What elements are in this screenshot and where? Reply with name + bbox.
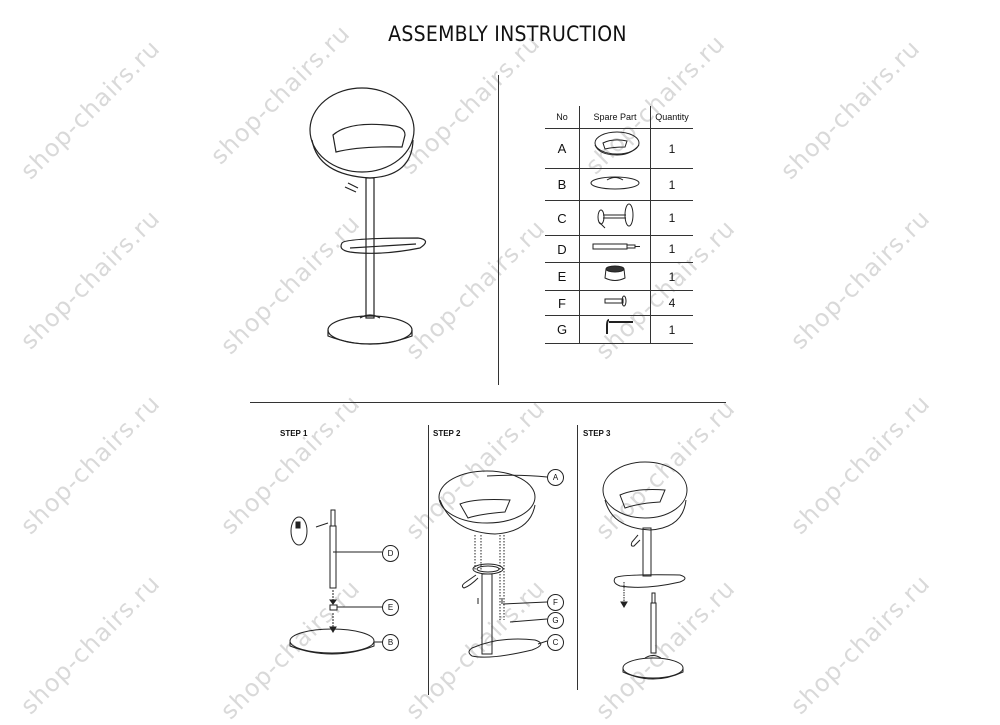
step-3-diagram xyxy=(602,461,688,680)
table-row: A 1 xyxy=(545,128,693,169)
callout-a: A xyxy=(547,469,564,486)
step-3-label: STEP 3 xyxy=(583,429,611,438)
step-1-label: STEP 1 xyxy=(280,429,308,438)
assembly-step-illustrations xyxy=(289,461,688,680)
part-quantity: 1 xyxy=(650,315,693,344)
part-no: B xyxy=(545,168,580,201)
screw-icon xyxy=(604,295,627,306)
part-quantity: 4 xyxy=(650,290,693,316)
part-no: D xyxy=(545,235,580,263)
callout-b: B xyxy=(382,634,399,651)
column-header-no: No xyxy=(545,106,580,129)
table-row: D 1 xyxy=(545,235,693,263)
part-no: G xyxy=(545,315,580,344)
table-row: G 1 xyxy=(545,315,693,344)
divider xyxy=(577,425,578,690)
callout-f: F xyxy=(547,594,564,611)
bushing-icon xyxy=(604,265,626,281)
table-header-row: No Spare Part Quantity xyxy=(545,106,693,129)
allen-key-icon xyxy=(606,319,633,334)
table-row: C 1 xyxy=(545,200,693,236)
part-quantity: 1 xyxy=(650,168,693,201)
part-quantity: 1 xyxy=(650,262,693,291)
callout-e: E xyxy=(382,599,399,616)
table-row: B 1 xyxy=(545,168,693,201)
part-no: F xyxy=(545,290,580,316)
part-quantity: 1 xyxy=(650,128,693,169)
column-header-spare-part: Spare Part xyxy=(579,106,651,129)
part-quantity: 1 xyxy=(650,200,693,236)
callout-g: G xyxy=(547,612,564,629)
callout-c: C xyxy=(547,634,564,651)
gas-lift-icon xyxy=(592,243,640,249)
step-2-diagram xyxy=(438,470,548,658)
spare-parts-table: No Spare Part Quantity A 1 B 1 C 1 D 1 E… xyxy=(545,106,693,344)
page-title: ASSEMBLY INSTRUCTION xyxy=(388,22,627,46)
divider xyxy=(498,75,499,385)
base-plate-icon xyxy=(590,176,640,190)
divider xyxy=(428,425,429,695)
column-header-quantity: Quantity xyxy=(650,106,693,129)
table-row: E 1 xyxy=(545,262,693,291)
divider xyxy=(250,402,726,403)
step-2-label: STEP 2 xyxy=(433,429,461,438)
part-no: C xyxy=(545,200,580,236)
table-row: F 4 xyxy=(545,290,693,316)
part-no: A xyxy=(545,128,580,169)
part-no: E xyxy=(545,262,580,291)
seat-icon xyxy=(594,131,640,156)
bar-stool-illustration xyxy=(309,87,427,345)
callout-d: D xyxy=(382,545,399,562)
part-quantity: 1 xyxy=(650,235,693,263)
footrest-icon xyxy=(597,203,634,228)
step-1-diagram xyxy=(289,509,382,655)
